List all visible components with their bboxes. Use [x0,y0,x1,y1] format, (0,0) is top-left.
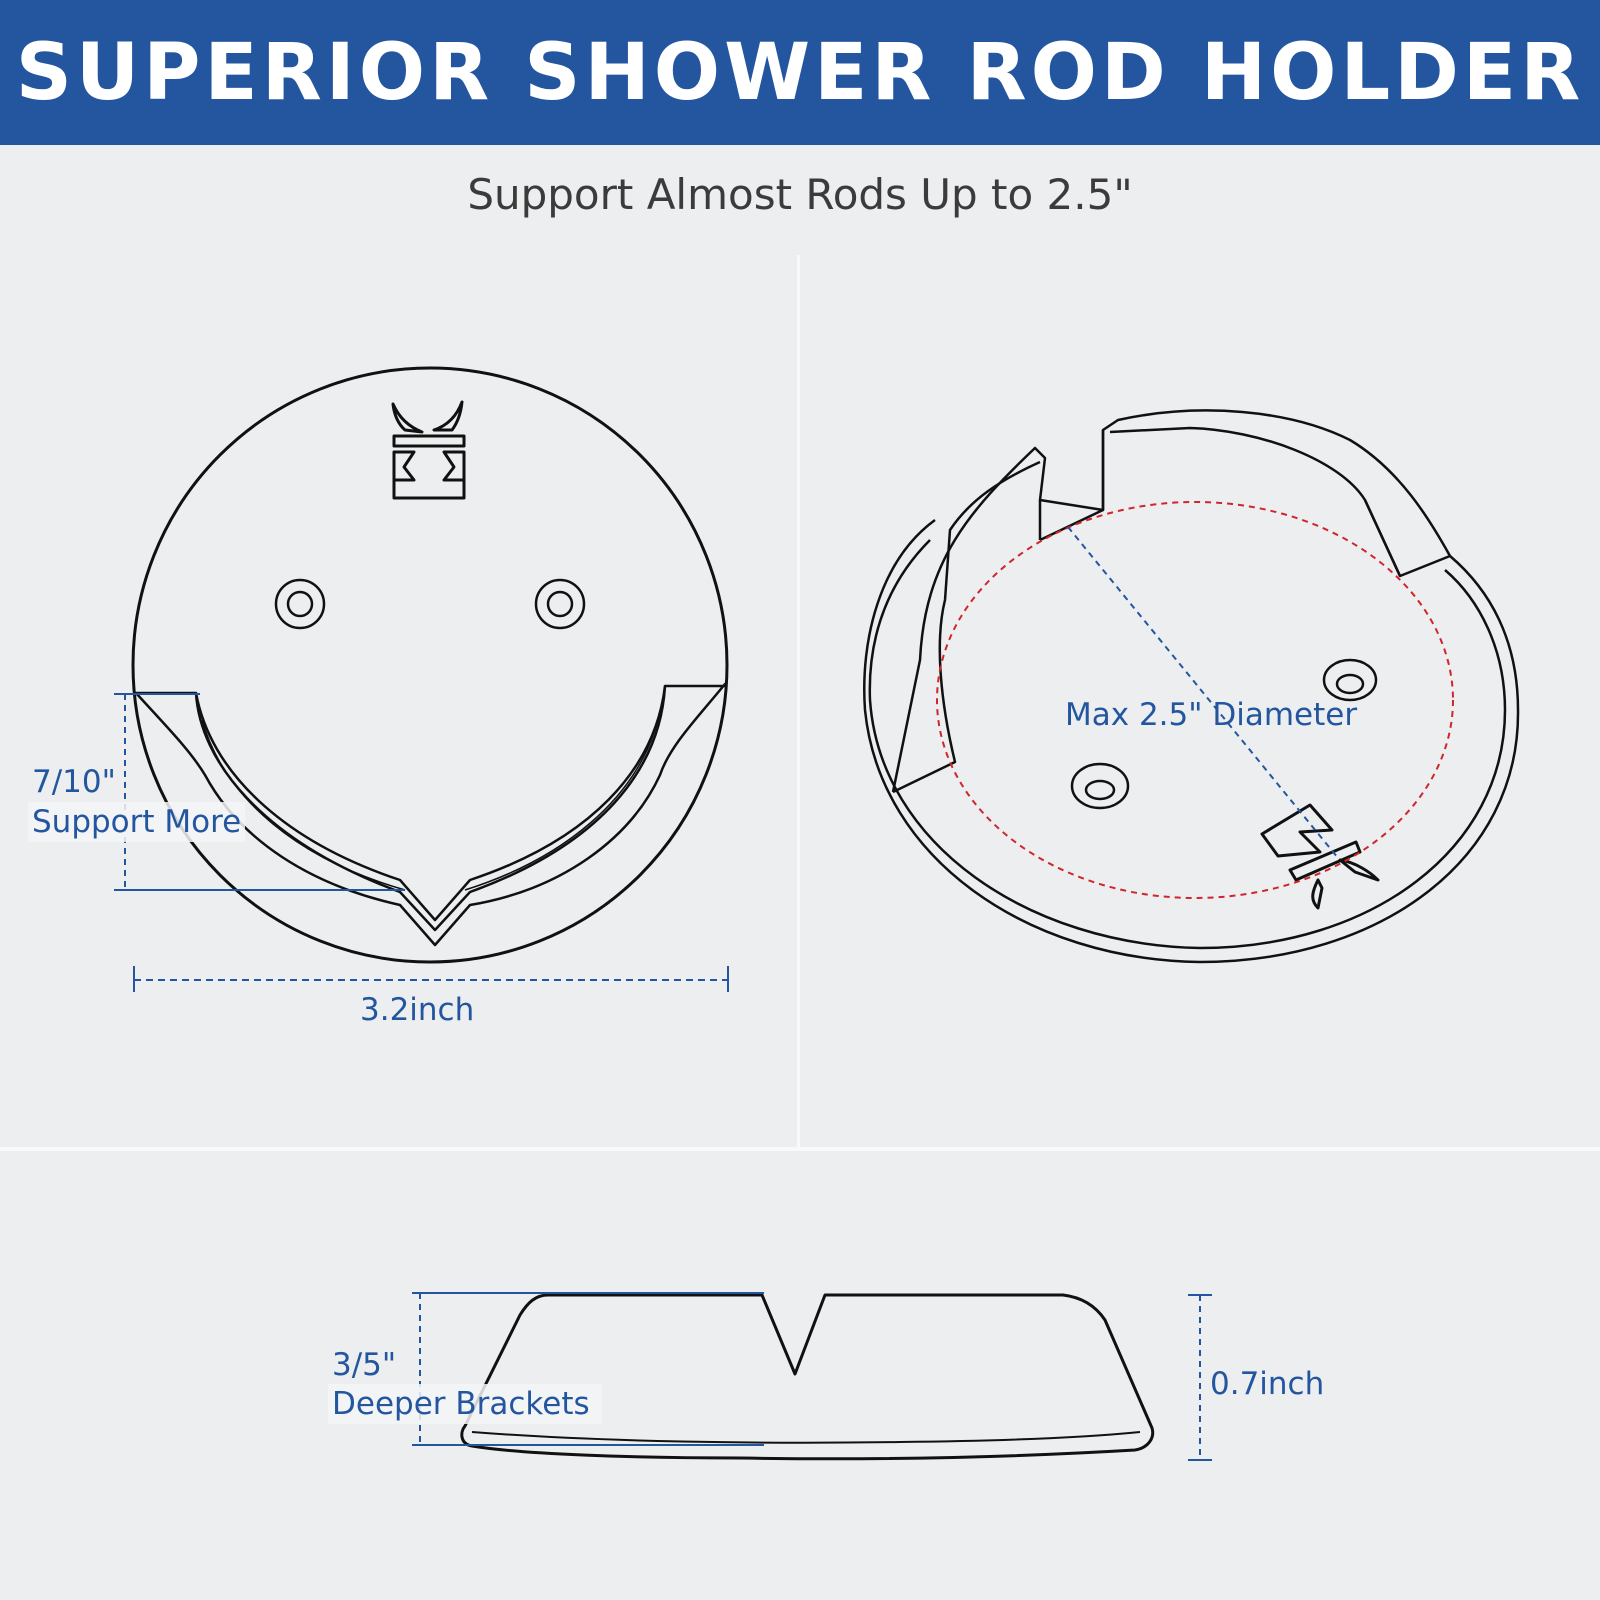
front-disc-outline [131,366,729,964]
front-dimensions [114,693,729,992]
angled-view-drawing [863,409,1520,964]
front-depth-caption: Support More [28,802,246,842]
diameter-guide [936,501,1454,899]
screw-hole-right [534,578,586,630]
front-depth-value: 7/10" [32,764,116,800]
header-banner: SUPERIOR SHOWER ROD HOLDER [0,0,1600,145]
angled-screw-hole-left [1070,762,1130,810]
side-bracket-caption: Deeper Brackets [328,1384,602,1424]
side-dimensions [412,1292,1212,1461]
angled-base-outer [863,518,1520,964]
front-view-drawing [131,366,729,964]
screw-hole-left [274,578,326,630]
angled-diameter-label: Max 2.5" Diameter [1065,697,1358,733]
side-view-drawing [460,1293,1155,1461]
panel-divider-vertical [797,255,800,1150]
brand-logo-front [391,400,466,500]
front-width-label: 3.2inch [360,992,475,1028]
side-profile [460,1293,1155,1461]
brand-logo-angled [1260,803,1380,910]
front-cradle-inner [194,685,667,922]
header-title: SUPERIOR SHOWER ROD HOLDER [15,27,1585,118]
subtitle: Support Almost Rods Up to 2.5" [467,170,1133,219]
side-bracket-value: 3/5" [332,1347,397,1383]
angled-screw-hole-right [1322,658,1378,702]
side-height-label: 0.7inch [1210,1366,1325,1402]
angled-wall [891,409,1452,793]
panel-divider-horizontal [0,1147,1600,1151]
